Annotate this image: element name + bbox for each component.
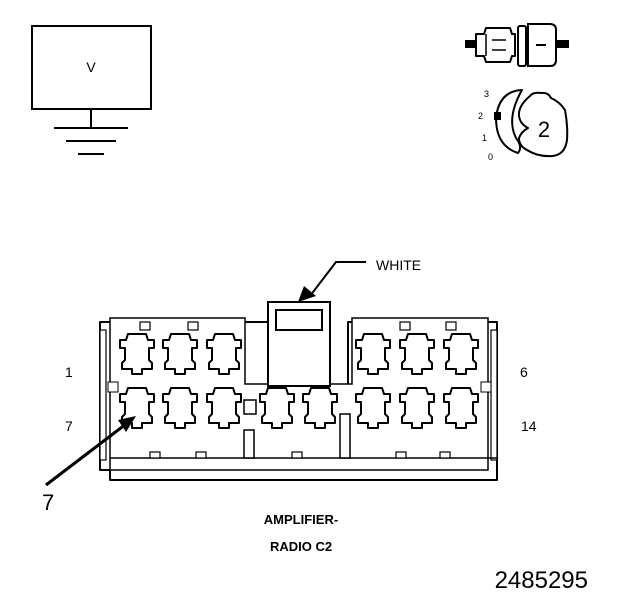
cavity-6	[443, 333, 479, 375]
voltmeter-symbol: V	[86, 59, 96, 75]
figure-number: 2485295	[495, 567, 588, 594]
probe-cavity-label: 7	[42, 490, 54, 515]
cavity-8	[162, 387, 198, 429]
pin-label-right-bottom: 14	[521, 418, 537, 434]
voltmeter: V	[31, 25, 152, 155]
pin-label-left-bottom: 7	[65, 418, 73, 434]
probe-adapter-icon	[465, 23, 569, 67]
cavity-12	[355, 387, 391, 429]
cavity-1	[119, 333, 155, 375]
selector-knob-icon: 3 2 1 0 2	[478, 89, 569, 162]
connector-top-notches	[139, 321, 457, 331]
ground-icon	[54, 109, 128, 155]
selector-position-3: 3	[484, 89, 489, 99]
connector-key-post-right	[339, 413, 351, 459]
selector-selected-label: 2	[538, 117, 550, 142]
cavity-4	[355, 333, 391, 375]
cavity-13	[399, 387, 435, 429]
connector-name-line2: RADIO C2	[270, 539, 332, 554]
connector-name-line1: AMPLIFIER-	[264, 512, 338, 527]
pin-label-left-top: 1	[65, 364, 73, 380]
selector-position-1: 1	[482, 133, 487, 143]
cavity-9	[206, 387, 242, 429]
cavity-2	[162, 333, 198, 375]
connector-key-post-left	[243, 429, 255, 459]
pin-label-right-top: 6	[520, 364, 528, 380]
cavity-3	[206, 333, 242, 375]
connector-c2: WHITE 1 7 6 14 7 AMPLIFIER- RADIO C2	[42, 257, 537, 554]
color-callout-label: WHITE	[376, 257, 421, 273]
voltmeter-box	[31, 25, 152, 110]
cavity-5	[399, 333, 435, 375]
color-callout: WHITE	[298, 257, 421, 302]
selector-position-0: 0	[488, 152, 493, 162]
selector-position-2: 2	[478, 111, 483, 121]
cavity-14	[443, 387, 479, 429]
cavity-10	[259, 387, 295, 429]
connector-lock-tab	[267, 301, 331, 387]
cavity-11	[302, 387, 338, 429]
probe-arrow: 7	[42, 416, 136, 515]
connector-key-square	[243, 399, 257, 415]
connector-bottom-notches	[149, 451, 451, 459]
